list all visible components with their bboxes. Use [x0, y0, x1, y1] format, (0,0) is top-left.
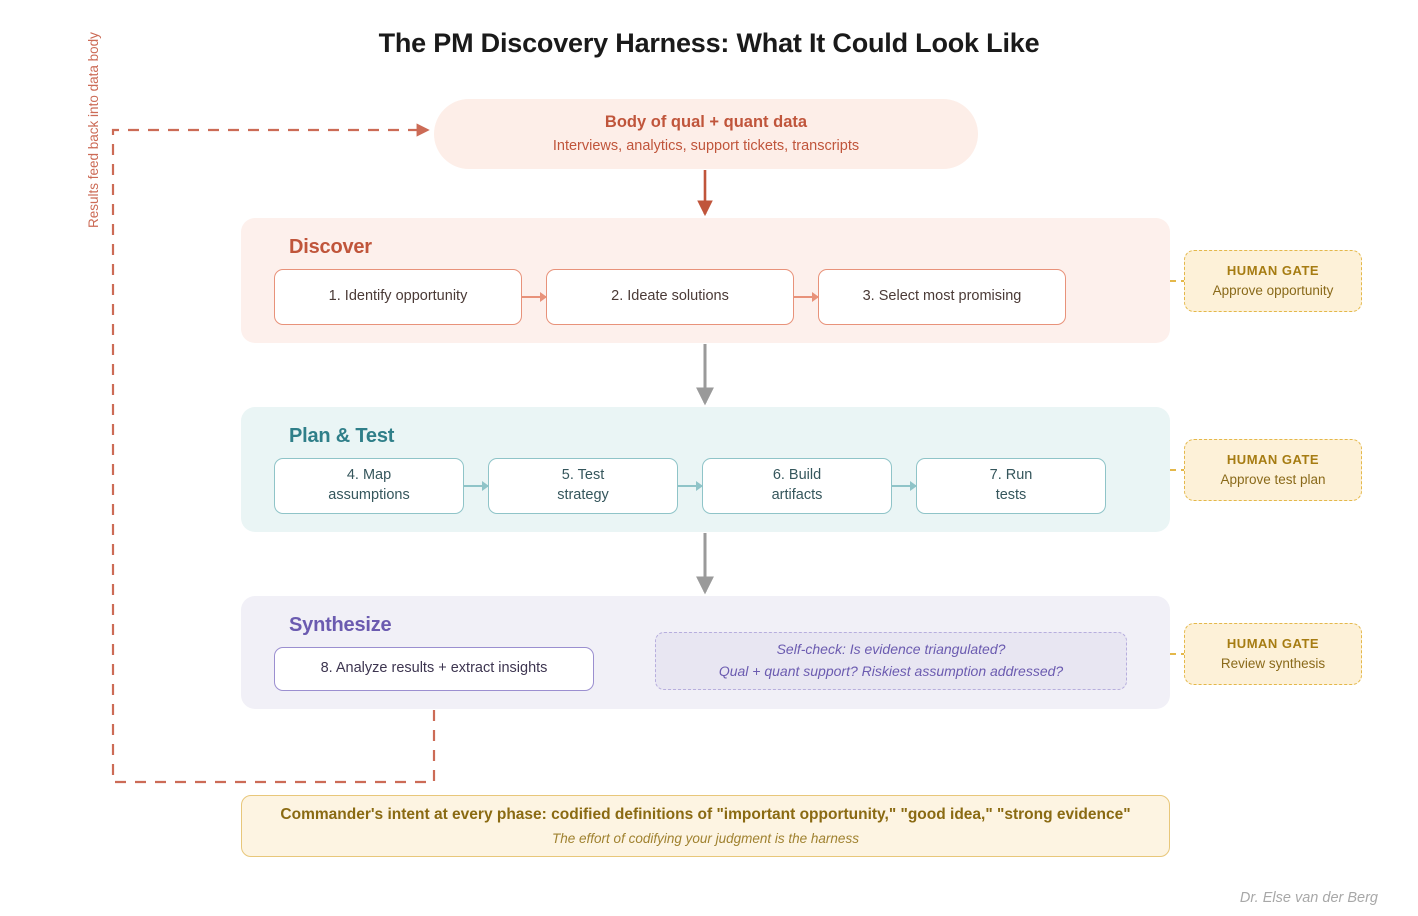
phase-synthesize-title: Synthesize	[289, 614, 392, 636]
feedback-loop-label: Results feed back into data body	[86, 32, 101, 228]
step-map-assumptions[interactable]: 4. Map assumptions	[274, 458, 464, 514]
step-analyze-results[interactable]: 8. Analyze results + extract insights	[274, 647, 594, 691]
step-identify-opportunity[interactable]: 1. Identify opportunity	[274, 269, 522, 325]
gate-1-subtitle: Approve opportunity	[1212, 282, 1334, 298]
step-build-artifacts-line1: 6. Build	[772, 467, 822, 484]
step-map-assumptions-line1: 4. Map	[346, 467, 392, 484]
step-test-strategy-line1: 5. Test	[561, 467, 605, 484]
gate-1-title: HUMAN GATE	[1226, 263, 1320, 279]
page-title: The PM Discovery Harness: What It Could …	[378, 28, 1040, 58]
step-ideate-solutions[interactable]: 2. Ideate solutions	[546, 269, 794, 325]
gate-3-title: HUMAN GATE	[1226, 636, 1320, 652]
gate-3-subtitle: Review synthesis	[1220, 655, 1326, 671]
step-build-artifacts[interactable]: 6. Build artifacts	[702, 458, 892, 514]
step-run-tests-line1: 7. Run	[989, 467, 1033, 484]
step-test-strategy[interactable]: 5. Test strategy	[488, 458, 678, 514]
connector-5-to-6	[678, 485, 702, 487]
step-build-artifacts-line2: artifacts	[771, 487, 823, 503]
connector-1-to-2	[522, 296, 546, 298]
connector-6-to-7	[892, 485, 916, 487]
phase-discover-title: Discover	[289, 236, 372, 258]
gate-2-title: HUMAN GATE	[1226, 452, 1320, 468]
phase-plan-and-test: Plan & Test 4. Map assumptions 5. Test s…	[241, 407, 1170, 532]
data-body-subtitle: Interviews, analytics, support tickets, …	[552, 137, 860, 154]
self-check-line1: Self-check: Is evidence triangulated?	[776, 641, 1006, 658]
step-run-tests-line2: tests	[995, 487, 1027, 503]
data-body-node[interactable]: Body of qual + quant data Interviews, an…	[434, 99, 978, 169]
phase-plan-steps: 4. Map assumptions 5. Test strategy 6. B…	[274, 458, 1106, 514]
commanders-intent-main: Commander's intent at every phase: codif…	[280, 806, 1131, 824]
data-body-title: Body of qual + quant data	[604, 113, 808, 132]
connector-4-to-5	[464, 485, 488, 487]
phase-discover-steps: 1. Identify opportunity 2. Ideate soluti…	[274, 269, 1066, 325]
phase-synthesize-steps: 8. Analyze results + extract insights	[274, 647, 594, 691]
step-test-strategy-line2: strategy	[557, 487, 609, 503]
self-check-line2: Qual + quant support? Riskiest assumptio…	[718, 663, 1064, 679]
gate-2-subtitle: Approve test plan	[1220, 471, 1326, 487]
step-run-tests[interactable]: 7. Run tests	[916, 458, 1106, 514]
connector-2-to-3	[794, 296, 818, 298]
commanders-intent-sub: The effort of codifying your judgment is…	[552, 830, 859, 846]
human-gate-approve-opportunity[interactable]: HUMAN GATE Approve opportunity	[1184, 250, 1362, 312]
phase-plan-title: Plan & Test	[289, 425, 395, 447]
human-gate-approve-test-plan[interactable]: HUMAN GATE Approve test plan	[1184, 439, 1362, 501]
self-check-note: Self-check: Is evidence triangulated? Qu…	[655, 632, 1127, 690]
phase-discover: Discover 1. Identify opportunity 2. Idea…	[241, 218, 1170, 343]
phase-synthesize: Synthesize 8. Analyze results + extract …	[241, 596, 1170, 709]
author-signature: Dr. Else van der Berg	[1239, 890, 1378, 906]
step-map-assumptions-line2: assumptions	[328, 487, 410, 503]
commanders-intent-banner: Commander's intent at every phase: codif…	[241, 795, 1170, 857]
human-gate-review-synthesis[interactable]: HUMAN GATE Review synthesis	[1184, 623, 1362, 685]
step-select-most-promising[interactable]: 3. Select most promising	[818, 269, 1066, 325]
